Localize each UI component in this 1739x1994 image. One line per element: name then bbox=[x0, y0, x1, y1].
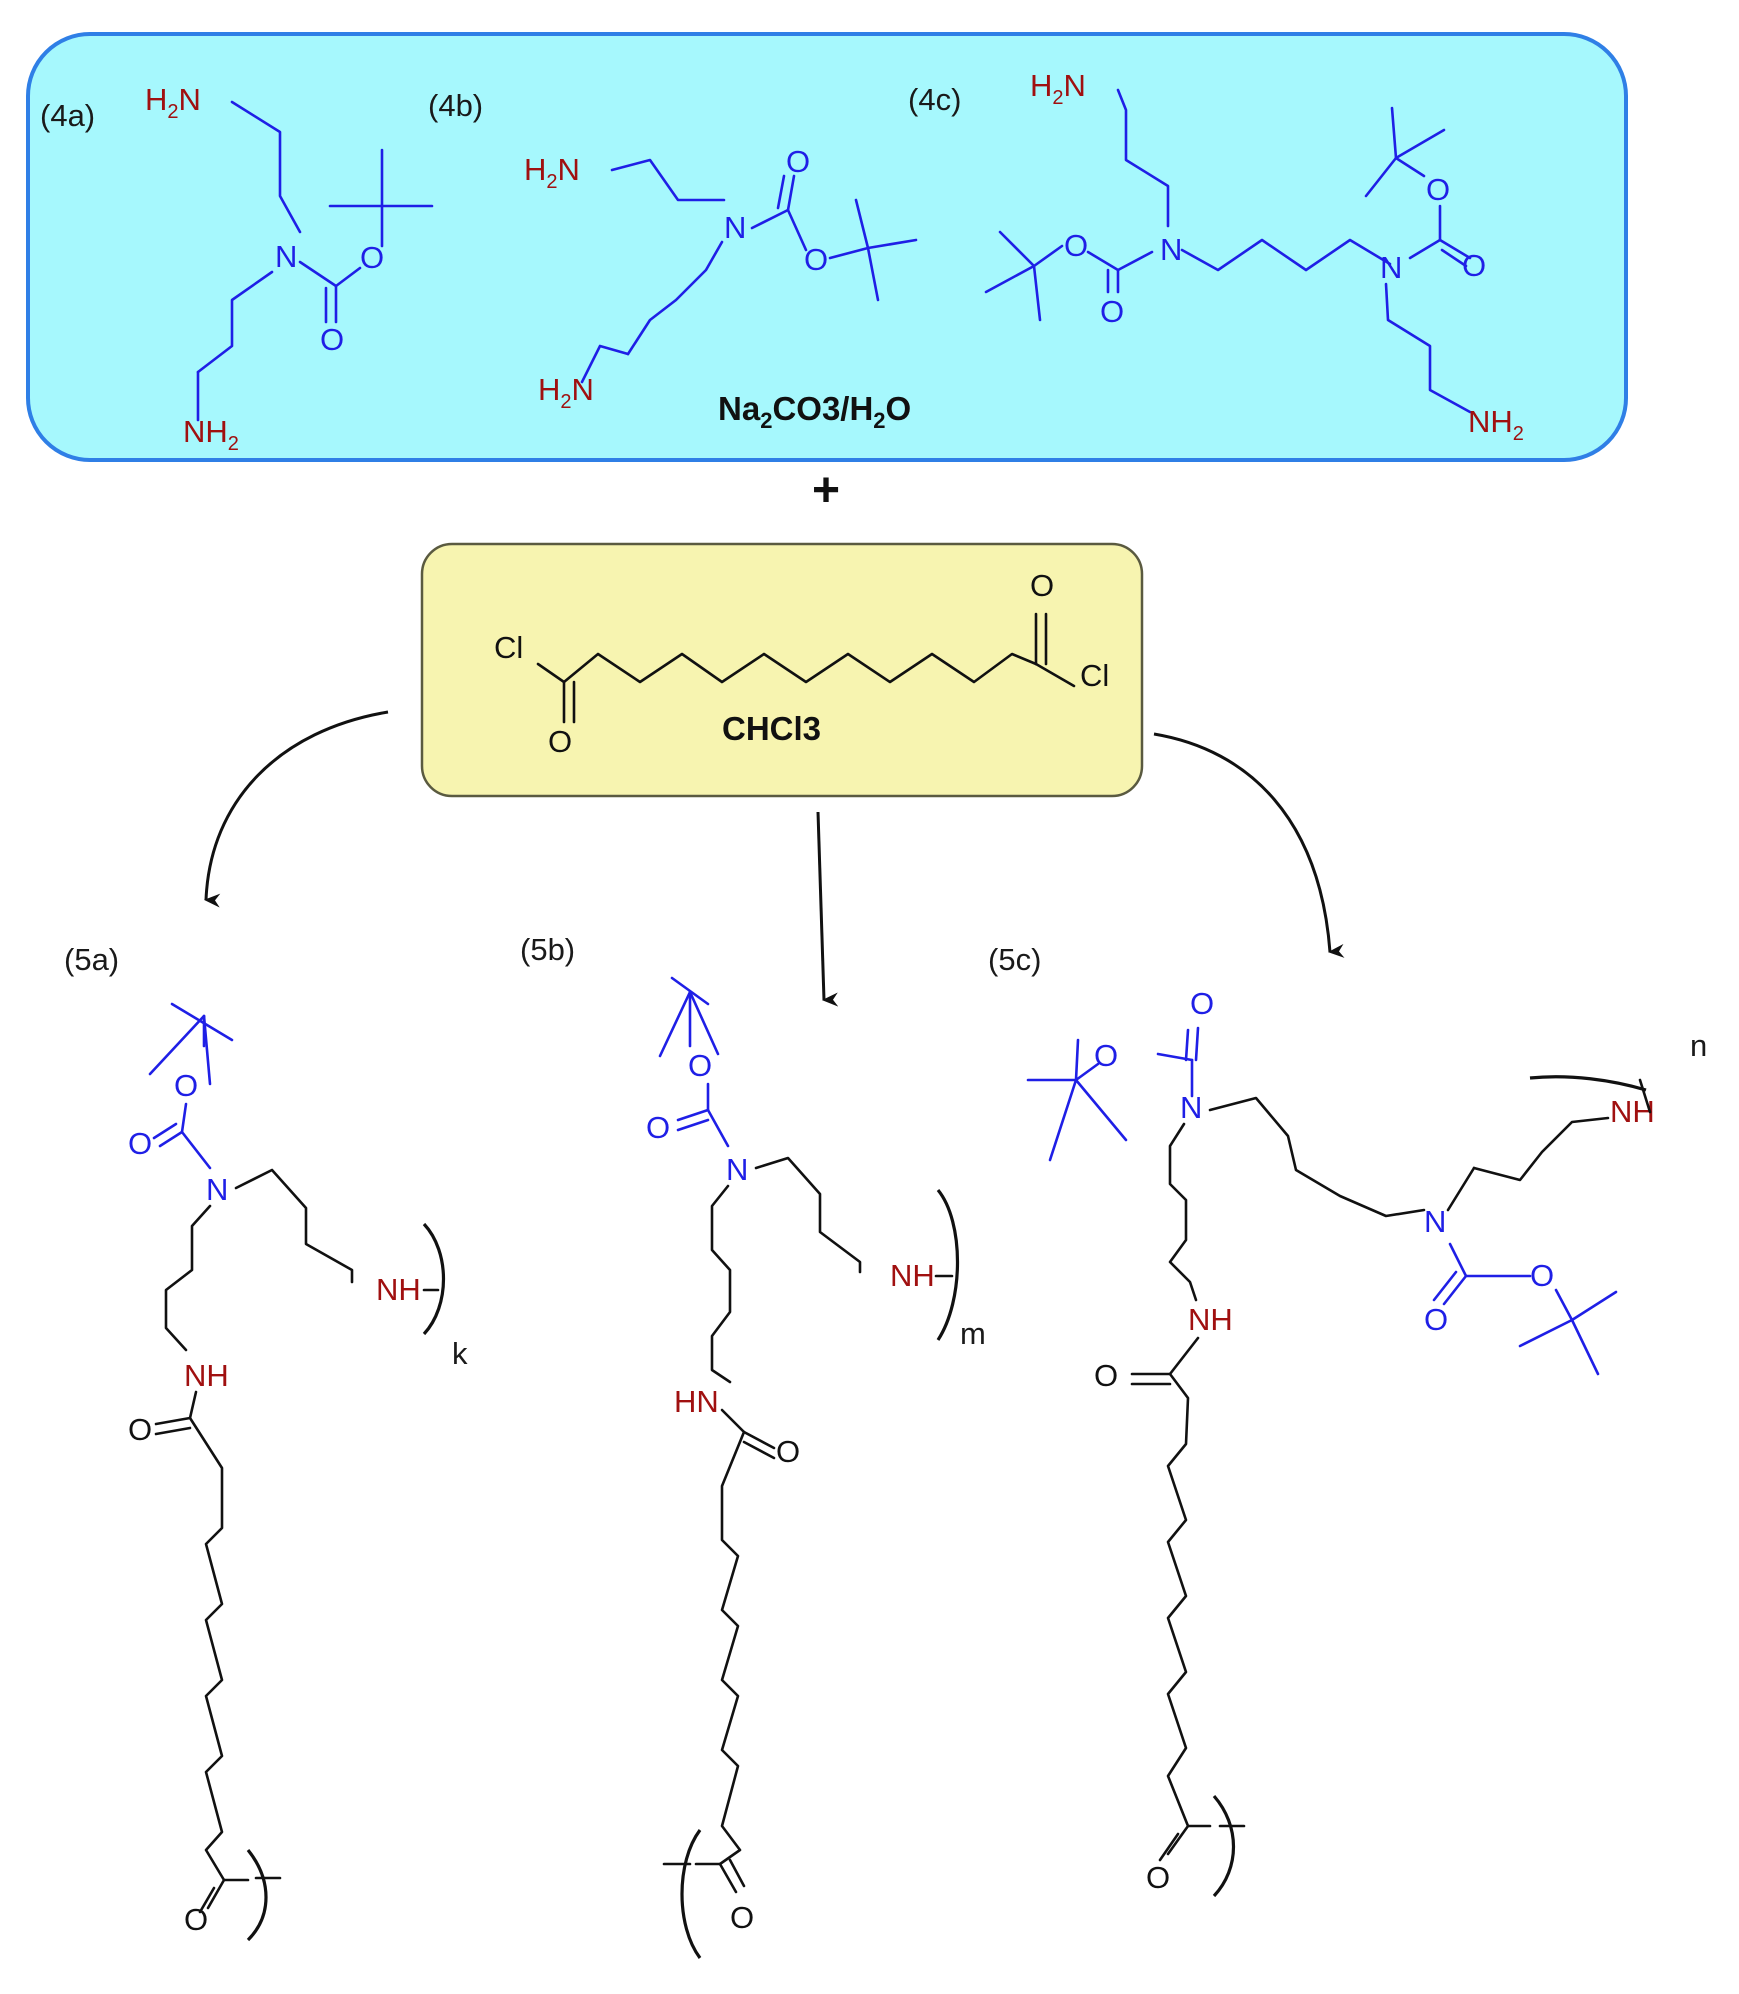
molecule-4a: (4a) H2N N NH2 O O bbox=[40, 82, 434, 455]
atom-o: O bbox=[688, 1048, 712, 1083]
atom-o: O bbox=[776, 1434, 800, 1469]
atom-o: O bbox=[1426, 172, 1450, 207]
repeat-m: m bbox=[960, 1316, 986, 1351]
conditions-label: Na2CO3/H2O bbox=[718, 390, 911, 433]
atom-n: N bbox=[1160, 232, 1182, 267]
atom-o: O bbox=[320, 322, 344, 357]
repeat-k: k bbox=[452, 1336, 468, 1371]
acyl-chloride-panel-box bbox=[420, 542, 1144, 798]
molecule-4c: (4c) H2N N O O N O O bbox=[908, 68, 1524, 445]
arrow-to-5c bbox=[1153, 732, 1345, 958]
atom-o: O bbox=[646, 1110, 670, 1145]
reactants-panel: (4a) H2N N NH2 O O (4b) H2N N H2N bbox=[26, 32, 1628, 462]
arrow-to-5a bbox=[204, 710, 389, 908]
atom-hn: HN bbox=[674, 1384, 719, 1419]
arrow-to-5b bbox=[816, 811, 839, 1007]
atom-o: O bbox=[804, 242, 828, 277]
atom-o: O bbox=[128, 1412, 152, 1447]
atom-o: O bbox=[1064, 228, 1088, 263]
atom-o: O bbox=[1030, 568, 1054, 603]
atom-cl: Cl bbox=[494, 630, 523, 665]
atom-n: N bbox=[1380, 250, 1402, 285]
atom-o: O bbox=[1146, 1860, 1170, 1895]
label-4b: (4b) bbox=[428, 88, 483, 123]
atom-o: O bbox=[174, 1068, 198, 1103]
atom-n: N bbox=[1180, 1090, 1202, 1125]
atom-h2n: H2N bbox=[524, 152, 580, 193]
label-4a: (4a) bbox=[40, 98, 95, 133]
atom-h2n: H2N bbox=[145, 82, 201, 123]
atom-o: O bbox=[786, 144, 810, 179]
product-5a: (5a) O O N NH k NH O O bbox=[64, 942, 468, 1942]
atom-n: N bbox=[275, 239, 297, 274]
atom-nh: NH bbox=[1610, 1094, 1655, 1129]
atom-h2n: H2N bbox=[538, 372, 594, 413]
label-5b: (5b) bbox=[520, 932, 575, 967]
atom-o: O bbox=[1094, 1358, 1118, 1393]
atom-nh2: NH2 bbox=[183, 414, 239, 455]
atom-o: O bbox=[1424, 1302, 1448, 1337]
atom-nh: NH bbox=[184, 1358, 229, 1393]
atom-nh: NH bbox=[1188, 1302, 1233, 1337]
atom-n: N bbox=[1424, 1204, 1446, 1239]
atom-o: O bbox=[730, 1900, 754, 1935]
atom-o: O bbox=[128, 1126, 152, 1161]
solvent-label: CHCl3 bbox=[722, 710, 821, 747]
plus-sign: + bbox=[812, 464, 840, 517]
atom-cl: Cl bbox=[1080, 658, 1109, 693]
atom-o: O bbox=[1530, 1258, 1554, 1293]
atom-nh: NH bbox=[376, 1272, 421, 1307]
atom-o: O bbox=[1094, 1038, 1118, 1073]
atom-h2n: H2N bbox=[1030, 68, 1086, 109]
label-5a: (5a) bbox=[64, 942, 119, 977]
label-5c: (5c) bbox=[988, 942, 1041, 977]
atom-n: N bbox=[206, 1172, 228, 1207]
atom-o: O bbox=[184, 1902, 208, 1937]
atom-nh2: NH2 bbox=[1468, 404, 1524, 445]
atom-o: O bbox=[1462, 248, 1486, 283]
atom-n: N bbox=[726, 1152, 748, 1187]
product-5b: (5b) O O N NH m HN O O bbox=[520, 932, 986, 1959]
product-5c: (5c) O O N N NH n O O NH O bbox=[988, 942, 1707, 1898]
atom-o: O bbox=[1100, 294, 1124, 329]
atom-n: N bbox=[724, 210, 746, 245]
molecule-4b: (4b) H2N N H2N O O bbox=[428, 88, 918, 413]
atom-o: O bbox=[1190, 986, 1214, 1021]
atom-o: O bbox=[360, 240, 384, 275]
reactants-panel-box bbox=[26, 32, 1628, 462]
repeat-n: n bbox=[1690, 1028, 1707, 1063]
atom-nh: NH bbox=[890, 1258, 935, 1293]
label-4c: (4c) bbox=[908, 82, 961, 117]
acyl-chloride-panel: Cl O O Cl CHCl3 bbox=[420, 542, 1144, 798]
atom-o: O bbox=[548, 724, 572, 759]
